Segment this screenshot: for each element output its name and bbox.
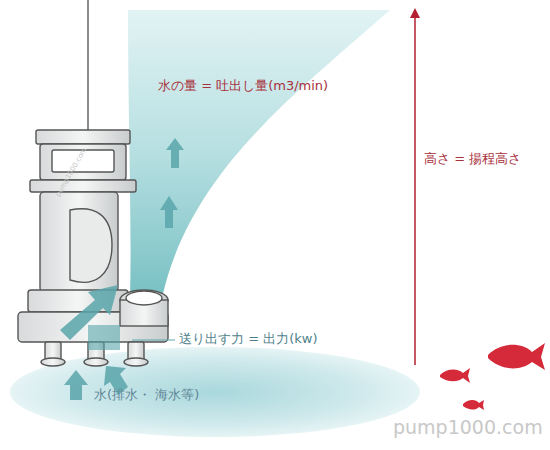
water-label: 水(排水・ 海水等) xyxy=(94,387,199,403)
height-arrow xyxy=(410,8,420,365)
water-pool xyxy=(10,347,420,437)
water-jet xyxy=(128,10,390,298)
cable xyxy=(87,0,89,135)
watermark: pump1000.com xyxy=(393,416,543,439)
head-label: 高さ = 揚程高さ xyxy=(424,151,521,167)
flow-arrows xyxy=(60,138,184,400)
flow-rate-label: 水の量 = 吐出し量(m3/min) xyxy=(158,78,328,94)
leader-line xyxy=(132,340,175,341)
pump-body xyxy=(18,130,168,366)
fish xyxy=(440,343,545,410)
output-label: 送り出す力 = 出力(kw) xyxy=(179,331,317,347)
